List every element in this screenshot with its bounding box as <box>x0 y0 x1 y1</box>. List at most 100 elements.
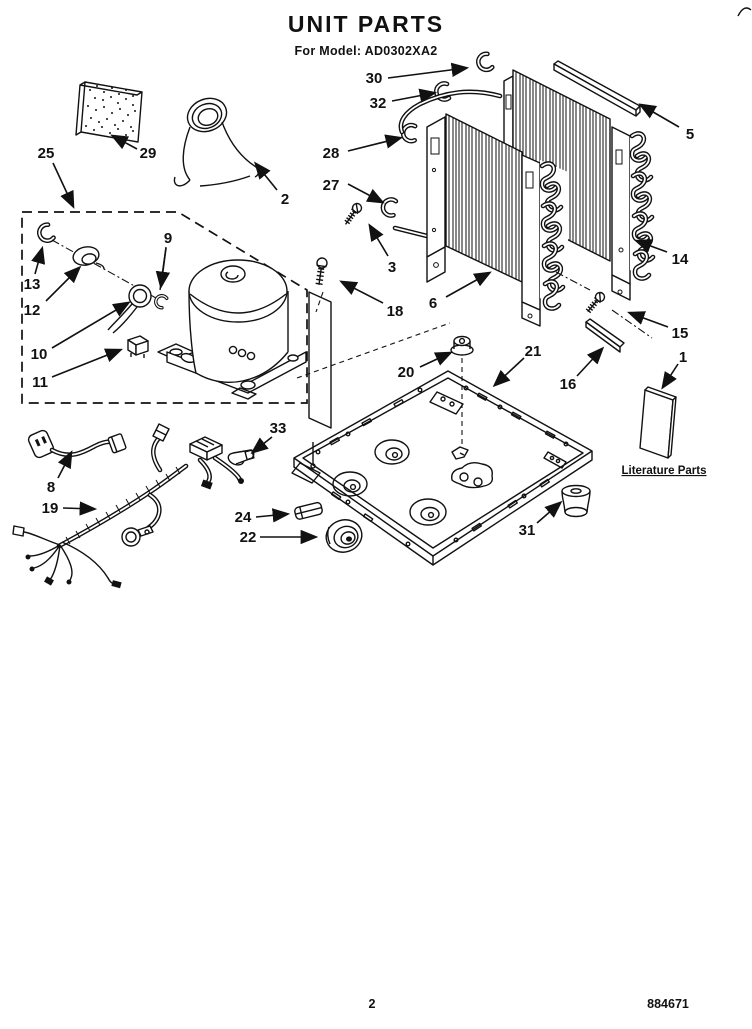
harness-branch-connector <box>152 423 170 442</box>
pan-east-bracket <box>543 451 567 469</box>
callout-27: 27 <box>323 177 340 194</box>
top-rail-strip-illustration <box>553 60 641 117</box>
harness-leads <box>12 525 122 589</box>
callout-arrow-13 <box>31 245 46 275</box>
callout-31: 31 <box>519 522 536 539</box>
callout-21: 21 <box>525 343 542 360</box>
callout-8: 8 <box>47 479 55 496</box>
callout-1: 1 <box>679 349 687 366</box>
callout-arrow-19 <box>62 501 98 516</box>
callout-arrow-1 <box>661 363 679 390</box>
callout-arrow-33 <box>250 436 273 454</box>
callout-arrow-32 <box>391 88 438 103</box>
callout-arrow-12 <box>45 265 82 302</box>
foot-31-icon <box>561 484 591 518</box>
callout-25: 25 <box>38 145 55 162</box>
callout-arrow-18 <box>339 280 384 304</box>
compressor-terminals <box>228 345 257 400</box>
coiled-tube-illustration <box>173 97 260 187</box>
coil-fins <box>515 72 607 259</box>
tube-clips-illustration <box>38 53 493 242</box>
pan-west-cutout <box>291 442 321 484</box>
callout-20: 20 <box>398 364 415 381</box>
clip-27-icon <box>381 197 398 216</box>
roller-pin-24-icon <box>294 501 323 520</box>
grommet-20-icon <box>450 335 474 460</box>
clip-13-icon <box>38 224 54 243</box>
callout-arrow-14 <box>633 239 668 253</box>
callout-arrow-20 <box>419 351 453 368</box>
callout-arrow-11 <box>51 348 123 378</box>
callout-12: 12 <box>24 302 41 319</box>
lower-rail-strip-illustration <box>585 318 625 353</box>
callout-arrow-10 <box>51 301 131 349</box>
callout-arrow-31 <box>536 500 563 524</box>
callout-29: 29 <box>140 145 157 162</box>
callout-arrow-27 <box>347 183 385 204</box>
wheel-22-icon <box>325 519 363 553</box>
callout-9: 9 <box>164 230 172 247</box>
coil-fins <box>448 116 520 280</box>
page-title: UNIT PARTS <box>288 11 444 37</box>
clamp-10-icon <box>107 284 152 334</box>
pan-holes <box>315 385 569 547</box>
assembly-axis-line <box>296 322 451 379</box>
callout-15: 15 <box>672 325 689 342</box>
clip-30-icon <box>477 53 493 71</box>
callout-10: 10 <box>31 346 48 363</box>
base-pan-illustration <box>291 370 593 566</box>
callout-13: 13 <box>24 276 41 293</box>
page-corner-mark <box>737 7 752 17</box>
callout-33: 33 <box>270 420 287 437</box>
evaporator-coil-illustration <box>392 89 568 327</box>
compressor-illustration <box>157 259 307 400</box>
grommet-12-icon <box>72 246 105 270</box>
callout-arrow-30 <box>387 62 470 79</box>
power-cord-illustration <box>27 429 127 459</box>
callout-3: 3 <box>388 259 396 276</box>
harness-p-clamp <box>121 525 154 547</box>
literature-book-illustration <box>639 386 677 459</box>
callout-6: 6 <box>429 295 437 312</box>
callout-arrow-6 <box>445 271 492 298</box>
callout-arrow-29 <box>110 134 138 150</box>
model-subtitle: For Model: AD0302XA2 <box>294 44 437 58</box>
callout-16: 16 <box>560 376 577 393</box>
pan-motor-mounts <box>332 439 447 526</box>
callout-arrow-5 <box>638 103 680 128</box>
callout-arrows <box>31 62 680 545</box>
callout-arrow-28 <box>347 134 404 152</box>
screw-15-axis <box>555 271 653 339</box>
callout-arrow-25 <box>52 162 75 209</box>
pan-corner-bracket <box>429 391 464 415</box>
callout-18: 18 <box>387 303 404 320</box>
harness-braid-ticks <box>65 466 181 545</box>
screw-18-axis <box>315 291 324 313</box>
callout-arrow-16 <box>576 346 605 377</box>
callout-14: 14 <box>672 251 689 268</box>
callout-28: 28 <box>323 145 340 162</box>
clip-28-icon <box>402 124 417 142</box>
capacitor-33-icon <box>227 449 255 466</box>
doc-number: 884671 <box>647 997 689 1011</box>
page-number: 2 <box>369 997 376 1011</box>
callout-11: 11 <box>32 374 48 391</box>
screw-18-icon <box>315 257 328 285</box>
literature-parts-label: Literature Parts <box>621 465 706 477</box>
mounting-plate-illustration <box>308 291 332 429</box>
callout-2: 2 <box>281 191 289 208</box>
callout-arrow-2 <box>253 161 278 191</box>
clip-9-icon <box>151 246 170 311</box>
callout-5: 5 <box>686 126 694 143</box>
harness-main-connector <box>189 436 223 461</box>
callout-arrow-21 <box>492 357 525 388</box>
compressor-mount-pad <box>451 461 494 489</box>
wire-harness-illustration <box>12 423 244 589</box>
pan-slots <box>329 392 556 532</box>
pad-speckles <box>85 85 136 136</box>
callout-30: 30 <box>366 70 383 87</box>
callout-arrow-3 <box>368 223 389 257</box>
callout-19: 19 <box>42 500 59 517</box>
callout-arrow-15 <box>626 311 669 328</box>
